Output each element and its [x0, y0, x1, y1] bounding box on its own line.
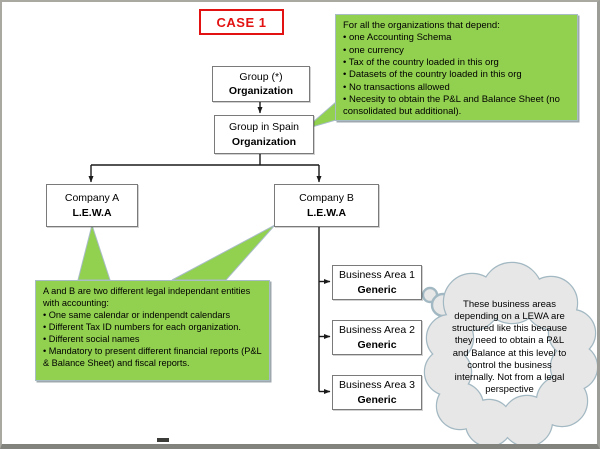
bullet-line: • Different Tax ID numbers for each orga…: [43, 321, 241, 332]
bullet-line: • Tax of the country loaded in this org: [343, 57, 499, 69]
bullet-line: • Necesity to obtain the P&L and Balance…: [343, 94, 560, 118]
pointer-to-company-b: [171, 224, 276, 281]
callout-legal-intro: A and B are two different legal independ…: [43, 286, 251, 308]
callout-org-requirements: For all the organizations that depend: •…: [335, 14, 578, 121]
node-type: L.E.W.A: [306, 206, 347, 219]
pointer-to-company-a: [77, 223, 111, 281]
bullet-line: • one Accounting Schema: [343, 32, 452, 44]
bottom-edge-mark: [157, 438, 169, 442]
node-company-a: Company A L.E.W.A: [46, 184, 138, 227]
case-title-label: CASE 1: [216, 14, 267, 30]
cloud-note: These business areas depending on a LEWA…: [451, 299, 568, 396]
bullet-line: • one currency: [343, 44, 404, 56]
node-type: Generic: [357, 283, 397, 296]
node-type: Organization: [231, 135, 297, 148]
node-group-in-spain: Group in Spain Organization: [214, 115, 314, 154]
node-type: Organization: [228, 85, 294, 97]
node-label: Business Area 1: [339, 269, 415, 282]
bullet-line: • No transactions allowed: [343, 81, 450, 93]
node-type: L.E.W.A: [72, 206, 112, 219]
node-label: Business Area 3: [339, 379, 415, 392]
callout-legal-entities: A and B are two different legal independ…: [35, 280, 270, 381]
node-business-area-3: Business Area 3 Generic: [332, 375, 422, 410]
node-business-area-1: Business Area 1 Generic: [332, 265, 422, 300]
node-group-organization: Group (*) Organization: [212, 66, 310, 102]
node-business-area-2: Business Area 2 Generic: [332, 320, 422, 355]
bullet-line: • One same calendar or indenpendt calend…: [43, 309, 231, 320]
bullet-line: • Datasets of the country loaded in this…: [343, 69, 522, 81]
node-label: Company A: [64, 192, 120, 205]
node-label: Group in Spain: [228, 121, 300, 134]
bullet-line: • Different social names: [43, 333, 140, 344]
case-title: CASE 1: [199, 9, 284, 35]
node-type: Generic: [357, 393, 397, 406]
node-label: Business Area 2: [339, 324, 415, 337]
node-label: Company B: [299, 192, 354, 205]
node-label: Group (*): [239, 70, 283, 83]
bullet-line: • Mandatory to present different financi…: [43, 345, 262, 368]
node-company-b: Company B L.E.W.A: [274, 184, 379, 227]
callout-org-intro: For all the organizations that depend:: [343, 20, 500, 31]
node-type: Generic: [357, 338, 397, 351]
